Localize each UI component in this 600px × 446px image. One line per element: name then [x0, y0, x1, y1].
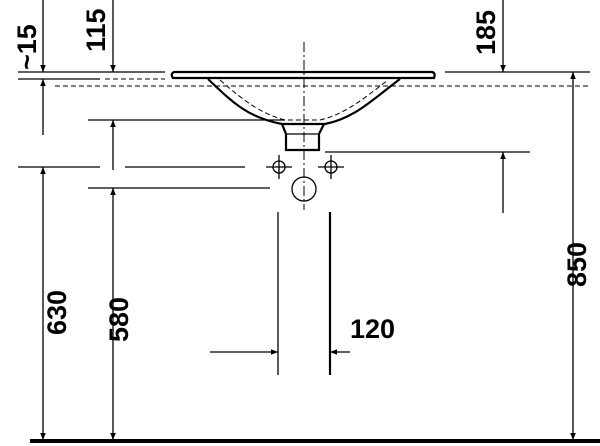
dim-630: 630: [42, 290, 72, 335]
dim-trap-offset: 185: [471, 10, 501, 55]
dim-580: 580: [104, 297, 134, 342]
dim-bowl-depth: 115: [81, 8, 111, 52]
mounting-holes: [266, 155, 344, 202]
dim-waste-width: 120: [350, 314, 395, 344]
dim-rim-tolerance: ~15: [12, 24, 42, 70]
reference-lines: [18, 71, 590, 189]
dim-rim-height: 850: [562, 242, 592, 287]
dimension-lines: [40, 0, 576, 440]
waste-hole: [291, 176, 317, 202]
washbasin-outline: [170, 42, 436, 210]
